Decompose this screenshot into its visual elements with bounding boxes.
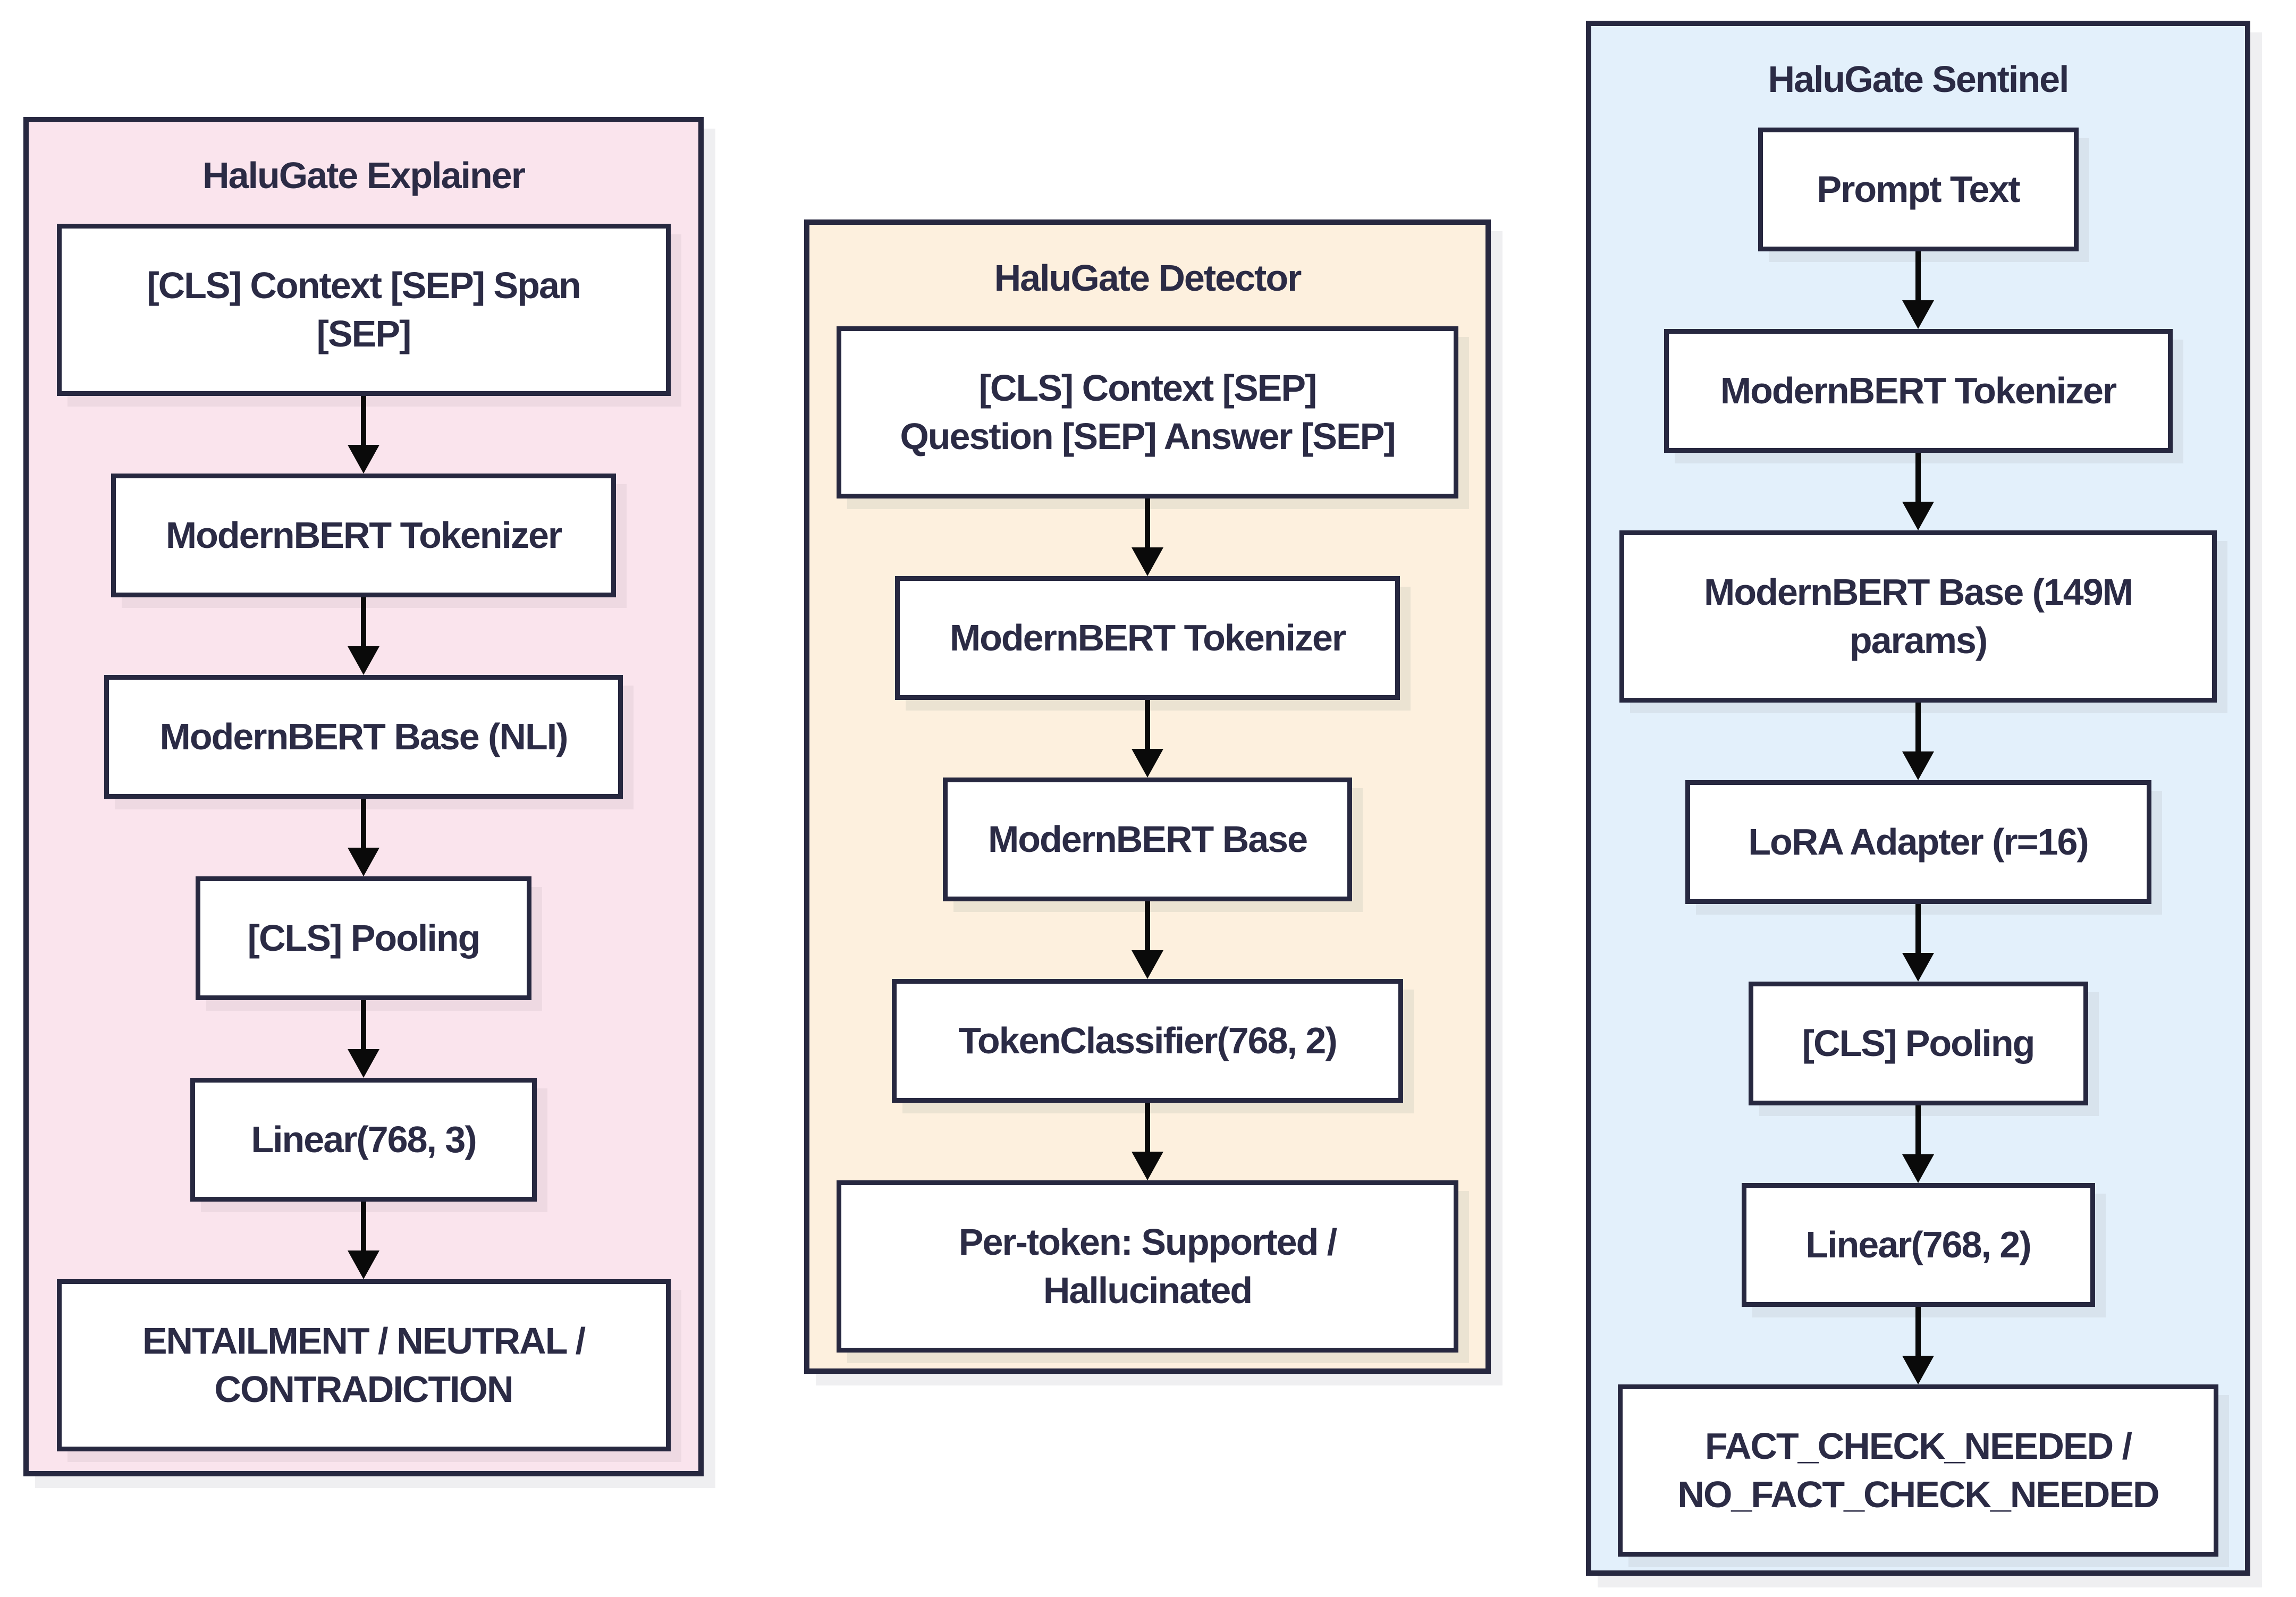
node-sentinel-tokenizer: ModernBERT Tokenizer [1664,329,2173,453]
node-label: ModernBERT Tokenizer [949,617,1346,658]
arrow-head-icon [1902,751,1934,780]
node-detector-token-classifier: TokenClassifier(768, 2) [892,979,1403,1103]
arrow-shaft [1915,453,1921,502]
arrow-down [1902,703,1934,780]
arrow-down [1132,901,1163,979]
arrow-down [348,1000,379,1078]
node-sentinel-lora-adapter: LoRA Adapter (r=16) [1685,780,2151,904]
arrow-head-icon [348,646,379,675]
arrow-down [1902,1307,1934,1384]
node-label: FACT_CHECK_NEEDED / NO_FACT_CHECK_NEEDED [1677,1425,2159,1515]
node-label: Prompt Text [1817,168,2020,210]
node-sentinel-base: ModernBERT Base (149M params) [1619,530,2217,703]
arrow-head-icon [1132,749,1163,778]
arrow-shaft [361,1000,366,1049]
arrow-shaft [1915,703,1921,751]
node-detector-input: [CLS] Context [SEP] Question [SEP] Answe… [837,326,1458,498]
arrow-shaft [1145,1103,1150,1152]
arrow-down [348,799,379,876]
arrow-head-icon [348,1049,379,1078]
arrow-shaft [1145,498,1150,547]
node-label: [CLS] Context [SEP] Span [SEP] [147,265,581,354]
arrow-head-icon [1902,953,1934,982]
arrow-down [1132,1103,1163,1180]
node-sentinel-linear: Linear(768, 2) [1741,1183,2095,1307]
node-label: ModernBERT Base (149M params) [1704,571,2133,661]
arrow-down [1902,251,1934,329]
node-label: ModernBERT Base [987,818,1308,860]
arrow-down [348,597,379,675]
arrow-shaft [1145,901,1150,950]
node-label: [CLS] Pooling [247,917,481,959]
node-label: ModernBERT Tokenizer [1720,370,2117,411]
arrow-head-icon [348,445,379,474]
arrow-head-icon [1132,547,1163,576]
node-label: Linear(768, 2) [1805,1224,2031,1265]
arrow-head-icon [348,1250,379,1279]
arrow-down [1132,498,1163,576]
arrow-down [1902,453,1934,530]
arrow-down [348,1202,379,1279]
node-explainer-base-nli: ModernBERT Base (NLI) [104,675,623,799]
arrow-head-icon [1902,502,1934,530]
arrow-shaft [361,1202,366,1250]
group-halugate-sentinel: HaluGate Sentinel Prompt Text ModernBERT… [1586,21,2250,1576]
arrow-shaft [1915,904,1921,953]
node-sentinel-output: FACT_CHECK_NEEDED / NO_FACT_CHECK_NEEDED [1618,1384,2218,1557]
arrow-down [1902,904,1934,982]
group-title-explainer: HaluGate Explainer [202,155,526,196]
node-label: ModernBERT Tokenizer [165,514,562,556]
node-label: ENTAILMENT / NEUTRAL / CONTRADICTION [142,1320,586,1410]
node-explainer-input: [CLS] Context [SEP] Span [SEP] [56,224,671,396]
group-title-sentinel: HaluGate Sentinel [1768,58,2069,100]
arrow-shaft [1915,1307,1921,1356]
node-label: ModernBERT Base (NLI) [159,716,569,757]
node-label: Per-token: Supported / Hallucinated [958,1221,1337,1311]
node-label: Linear(768, 3) [251,1119,477,1160]
node-detector-output: Per-token: Supported / Hallucinated [837,1180,1458,1353]
node-label: TokenClassifier(768, 2) [958,1020,1337,1061]
arrow-head-icon [348,848,379,876]
arrow-shaft [361,799,366,848]
node-explainer-linear: Linear(768, 3) [190,1078,537,1202]
node-explainer-output: ENTAILMENT / NEUTRAL / CONTRADICTION [56,1279,671,1451]
node-label: LoRA Adapter (r=16) [1748,821,2089,863]
node-sentinel-cls-pooling: [CLS] Pooling [1748,982,2088,1105]
arrow-shaft [1915,251,1921,300]
arrow-shaft [1145,700,1150,749]
arrow-down [1132,700,1163,778]
arrow-down [1902,1105,1934,1183]
group-halugate-explainer: HaluGate Explainer [CLS] Context [SEP] S… [23,117,704,1476]
arrow-shaft [361,597,366,646]
group-title-detector: HaluGate Detector [994,257,1302,299]
node-explainer-tokenizer: ModernBERT Tokenizer [111,474,616,597]
group-halugate-detector: HaluGate Detector [CLS] Context [SEP] Qu… [804,219,1491,1374]
arrow-head-icon [1902,300,1934,329]
arrow-head-icon [1902,1154,1934,1183]
node-sentinel-prompt-text: Prompt Text [1758,128,2079,251]
arrow-shaft [361,396,366,445]
arrow-down [348,396,379,474]
node-explainer-cls-pooling: [CLS] Pooling [196,876,531,1000]
arrow-head-icon [1132,1152,1163,1180]
arrow-head-icon [1132,950,1163,979]
node-label: [CLS] Pooling [1802,1023,2036,1064]
node-detector-base: ModernBERT Base [943,778,1352,901]
arrow-head-icon [1902,1356,1934,1384]
arrow-shaft [1915,1105,1921,1154]
node-label: [CLS] Context [SEP] Question [SEP] Answe… [900,367,1396,457]
node-detector-tokenizer: ModernBERT Tokenizer [895,576,1400,700]
